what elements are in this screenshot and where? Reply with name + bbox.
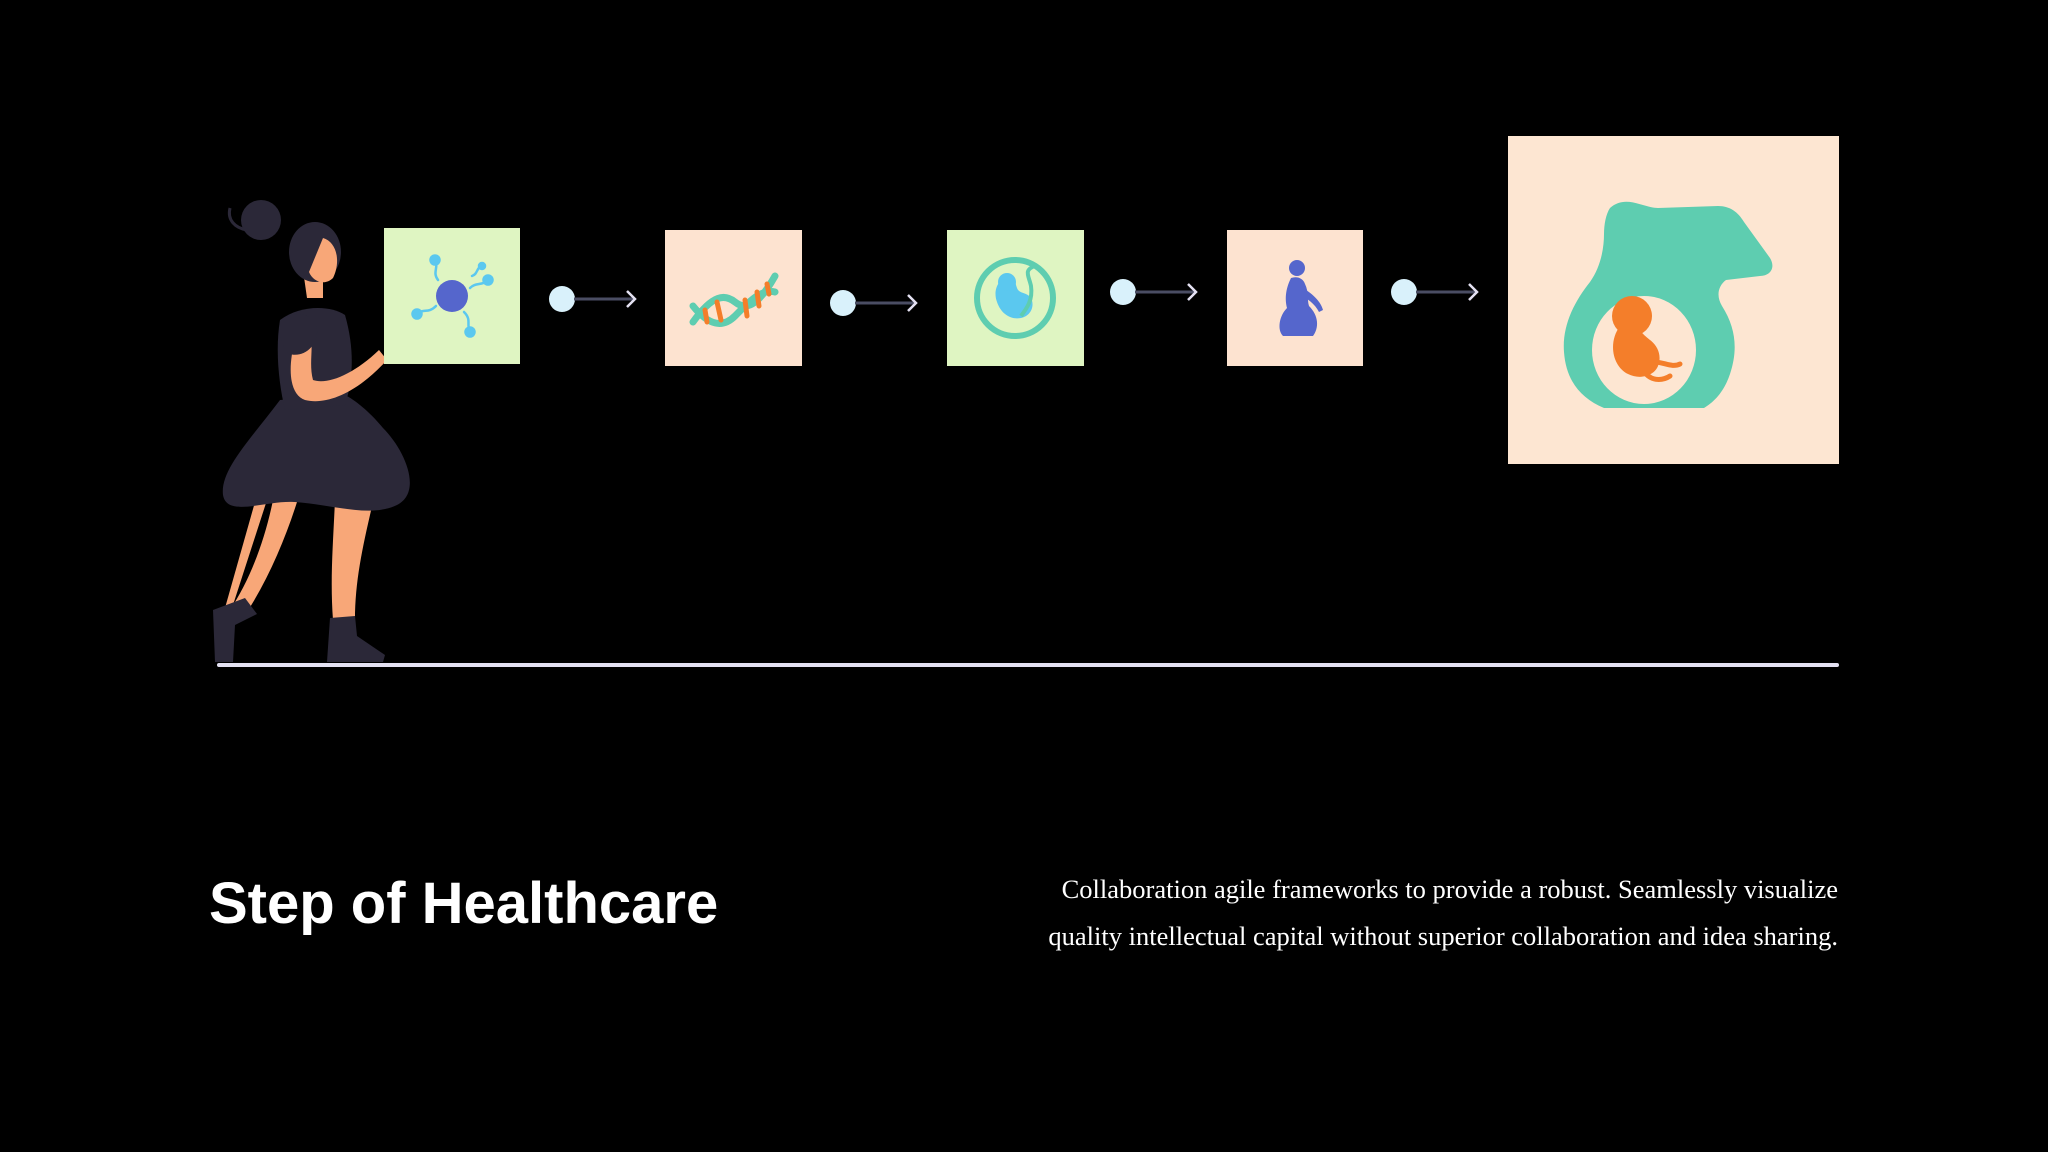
arrow-right-icon [1468,283,1479,301]
dna-icon [689,272,779,327]
embryo-icon [974,257,1056,339]
pregnant-woman-icon [1279,260,1323,336]
arrow-right-icon [907,294,918,312]
connector-arrow-2 [827,283,927,323]
step-card-dna [665,230,802,366]
ground-line [217,663,1839,667]
step-card-embryo [947,230,1084,366]
connector-arrow-3 [1107,272,1207,312]
step-card-fertilization [384,228,520,364]
connector-arrow-4 [1388,272,1488,312]
sperm-egg-icon [411,254,494,338]
arrow-right-icon [626,290,637,308]
step-card-pregnancy [1227,230,1363,366]
slide-title: Step of Healthcare [209,871,719,936]
slide-description: Collaboration agile frameworks to provid… [900,866,1838,960]
step-card-fetus [1508,136,1839,464]
connector-arrow-1 [546,279,646,319]
description-line-2: quality intellectual capital without sup… [1048,921,1838,951]
arrow-right-icon [1187,283,1198,301]
fetus-in-womb-icon [1563,201,1773,408]
description-line-1: Collaboration agile frameworks to provid… [1061,874,1838,904]
woman-walking-illustration [205,200,445,670]
